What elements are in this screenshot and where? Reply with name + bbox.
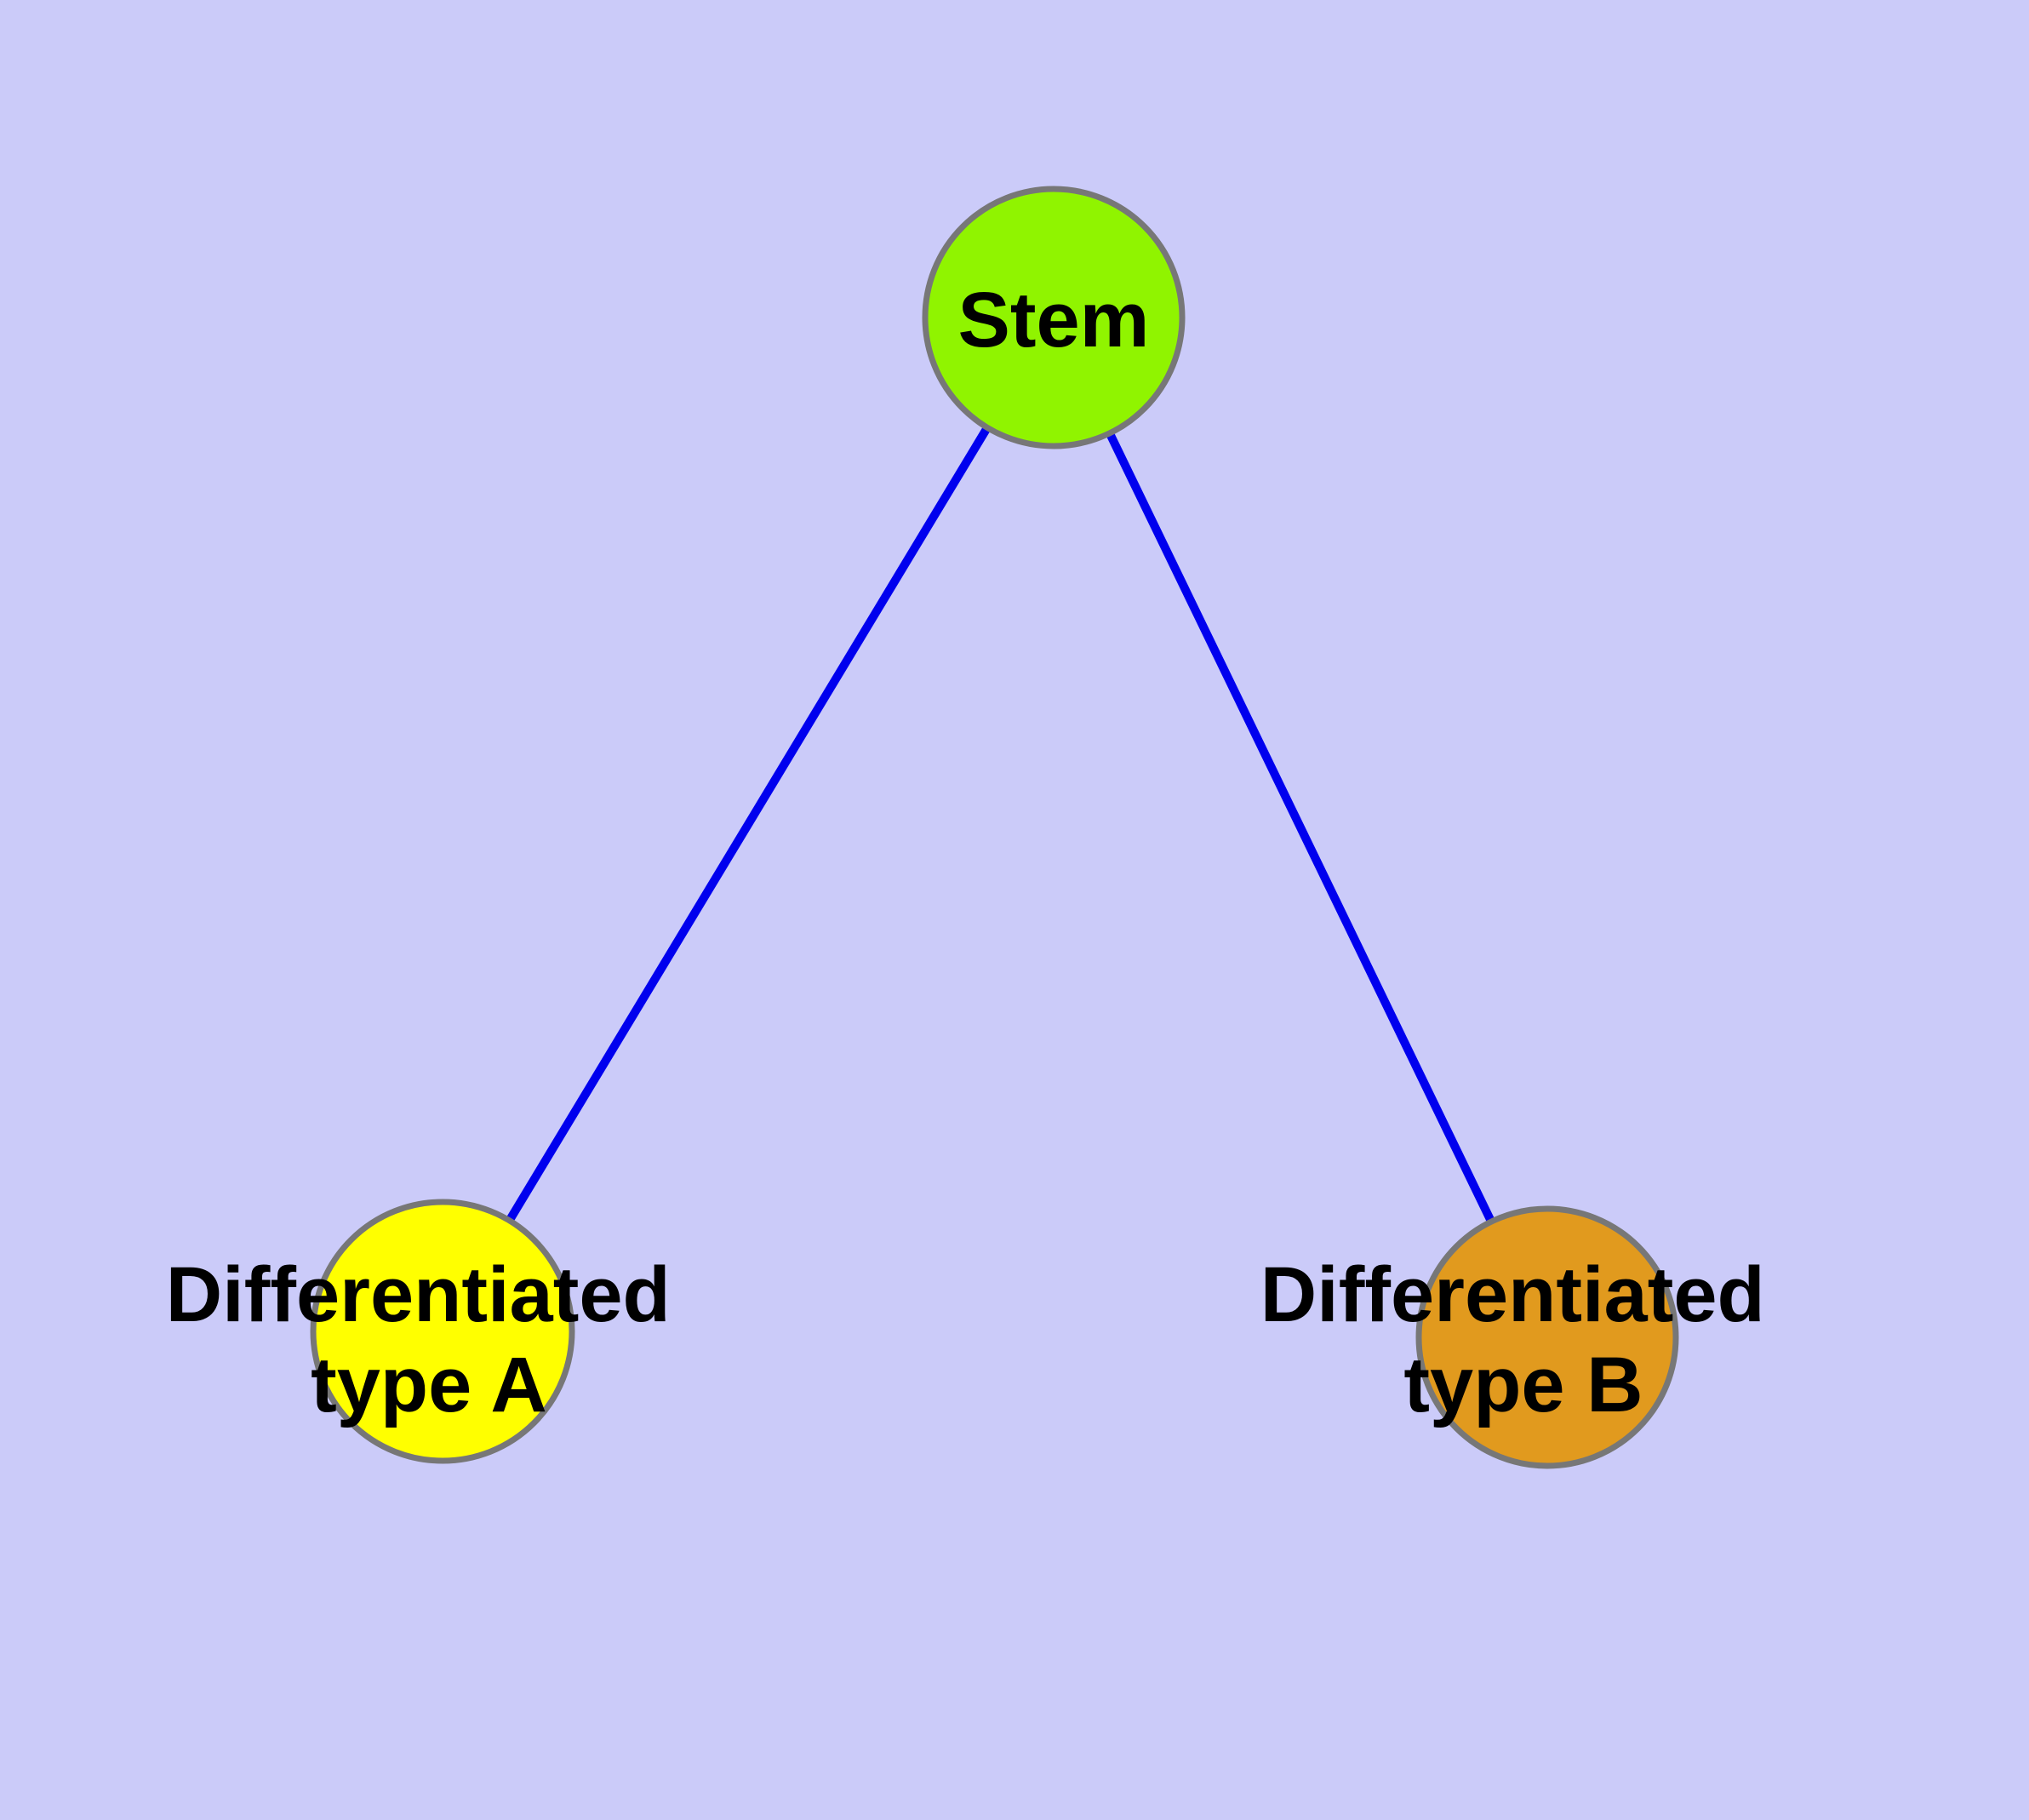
type-b-node [1415, 1205, 1679, 1469]
type-a-label-line2: type A [311, 1342, 547, 1428]
stem-node [922, 186, 1186, 449]
stem-node-label: Stem [958, 277, 1150, 363]
type-a-node [310, 1199, 575, 1464]
type-b-label-line2: type B [1403, 1342, 1643, 1428]
edge-stem-to-type-b [1049, 315, 1552, 1340]
type-a-node-label: Differentiated type A [166, 1251, 693, 1428]
type-b-node-label: Differentiated type B [1260, 1251, 1787, 1428]
type-a-label-line1: Differentiated [166, 1251, 671, 1338]
type-b-label-line1: Differentiated [1260, 1251, 1765, 1338]
edge-stem-to-type-a [438, 315, 1058, 1334]
